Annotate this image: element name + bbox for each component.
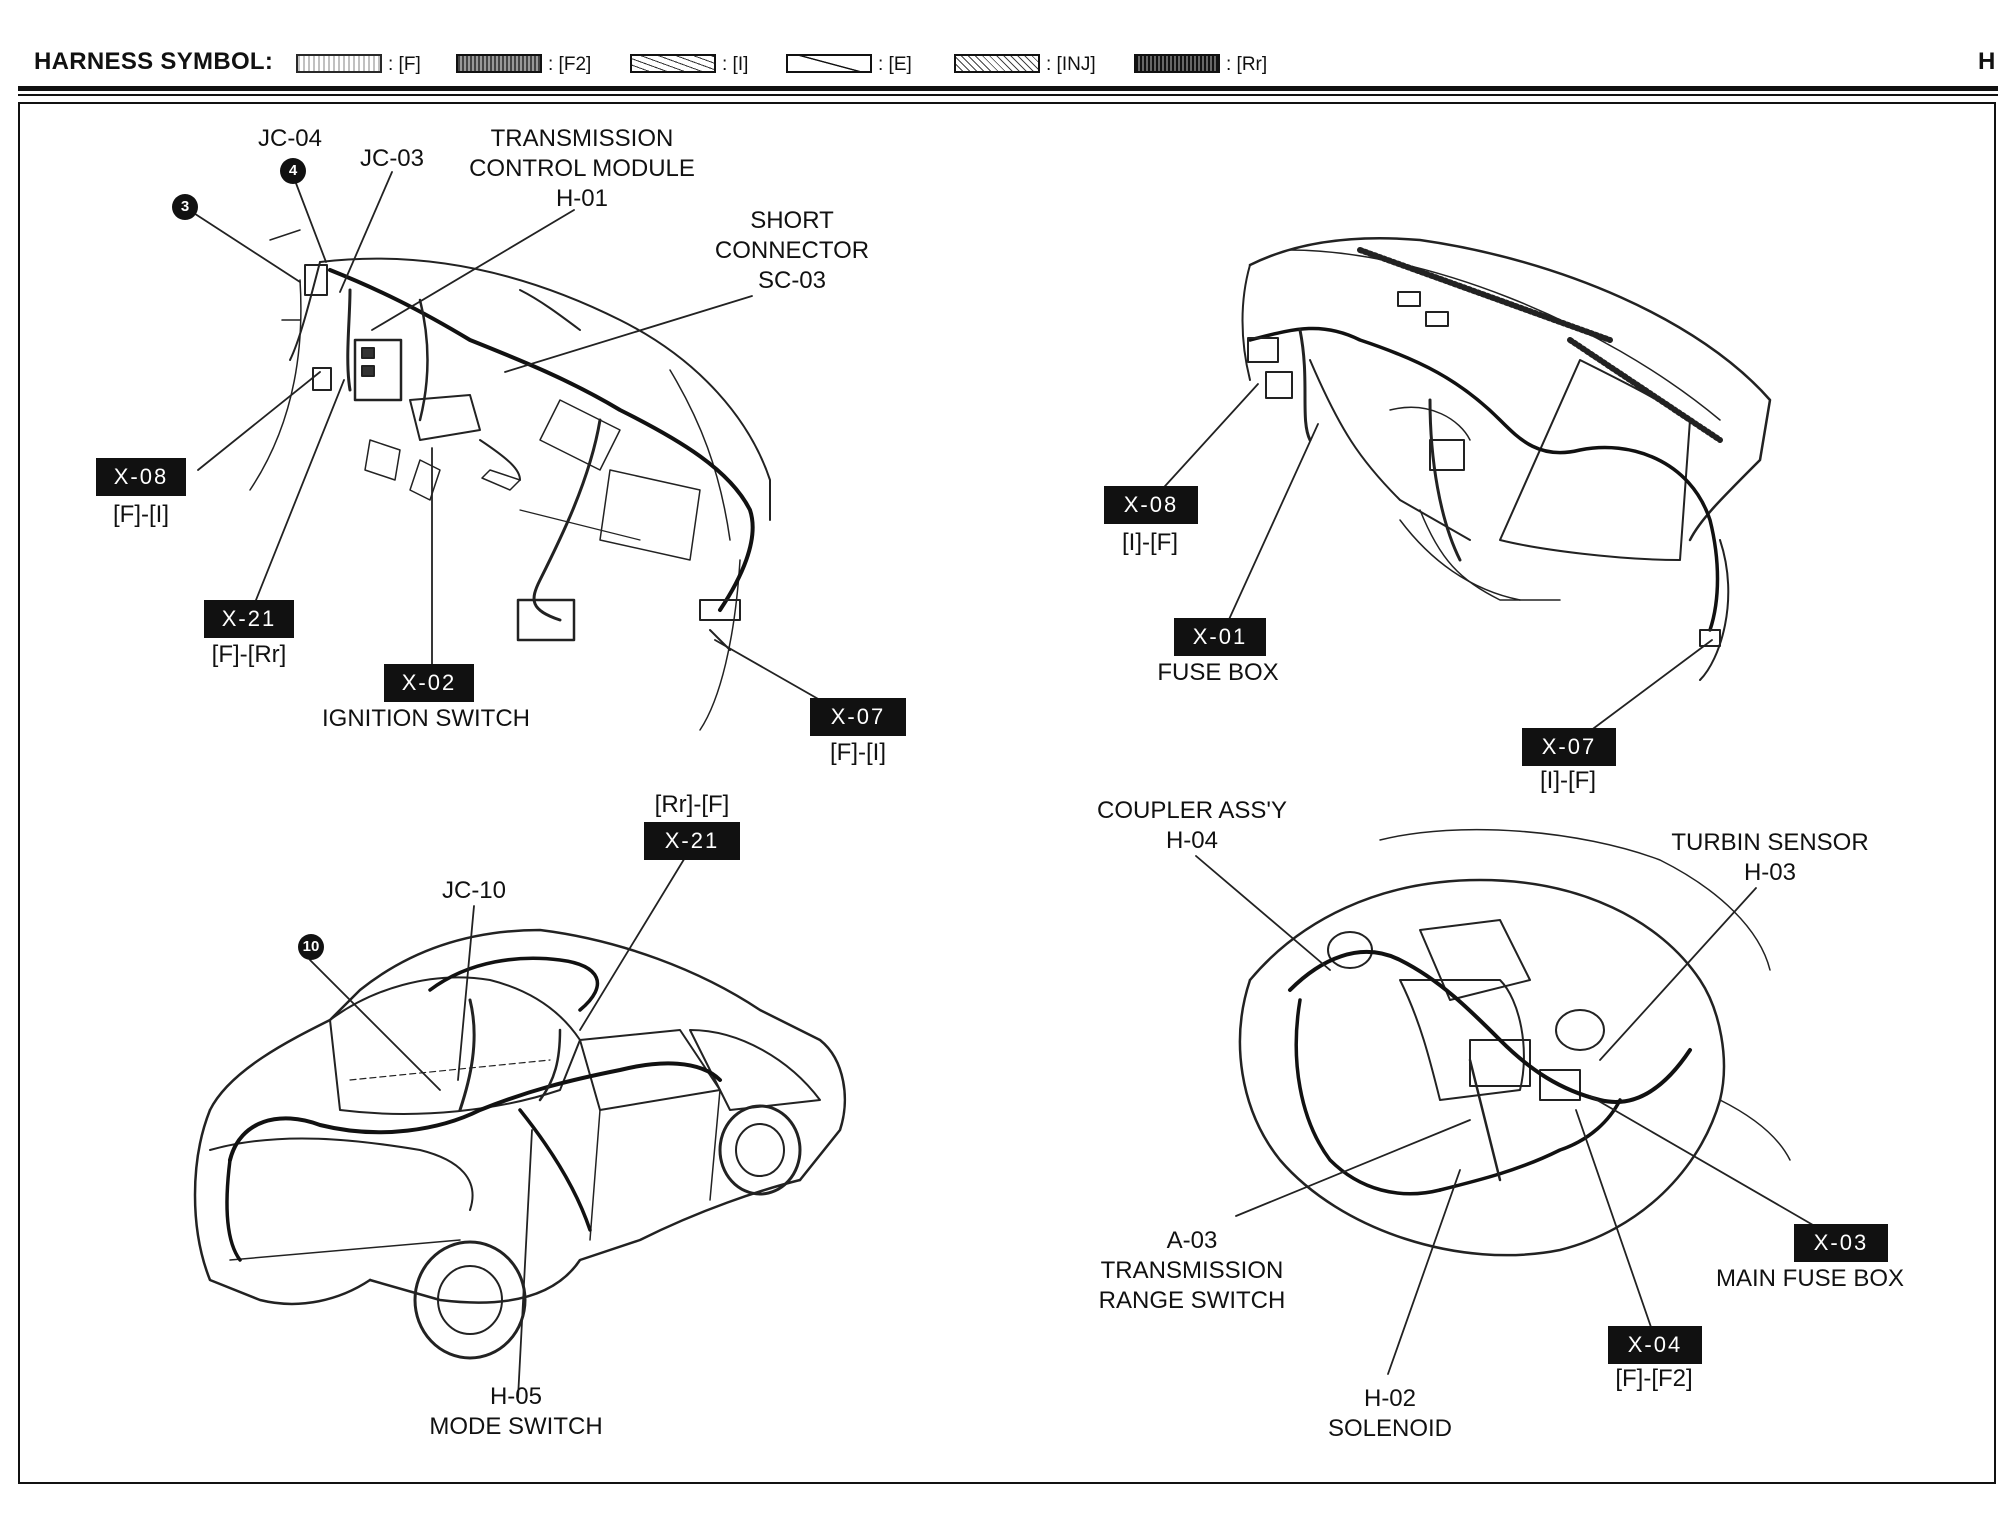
- legend-code: : [F]: [388, 54, 421, 75]
- tcm-label: TRANSMISSION CONTROL MODULE H-01: [469, 124, 695, 214]
- legend-code: : [INJ]: [1046, 54, 1096, 75]
- header-rule-thick: [18, 86, 1998, 91]
- turbin-line-1: TURBIN SENSOR: [1671, 829, 1869, 856]
- x04-code-badge: X-04: [1608, 1326, 1702, 1364]
- legend-code: : [Rr]: [1226, 54, 1268, 75]
- pattern-single-diagonal-swatch: [786, 54, 872, 73]
- x04-sub-label: [F]-[F2]: [1615, 1365, 1693, 1392]
- x07-sub-label: [F]-[I]: [830, 739, 886, 766]
- marker-4-icon: 4: [280, 158, 306, 184]
- pattern-thin-diagonal-swatch: [630, 54, 716, 73]
- a03-label: A-03 TRANSMISSION RANGE SWITCH: [1099, 1226, 1286, 1316]
- pattern-crosshatch-swatch: [954, 54, 1040, 73]
- x03-code-badge: X-03: [1794, 1224, 1888, 1262]
- x21-rear-sub-label: [Rr]-[F]: [654, 791, 730, 818]
- dashboard-right-drawing: [1155, 237, 1772, 741]
- legend-code: : [F2]: [548, 54, 592, 75]
- x21-rear-code-badge: X-21: [644, 822, 740, 860]
- turbin-line-2: H-03: [1743, 859, 1797, 886]
- diagram-frame: [18, 102, 1996, 1484]
- short-connector-line-1: SHORT: [750, 207, 834, 234]
- page-letter: H: [1978, 48, 1996, 75]
- x08-right-code-badge: X-08: [1104, 486, 1198, 524]
- h05-line-1: H-05: [489, 1383, 543, 1410]
- jc04-label: JC-04: [257, 125, 323, 152]
- h02-label: H-02 SOLENOID: [1328, 1384, 1452, 1444]
- x08-code-badge: X-08: [96, 458, 186, 496]
- x07-code-badge: X-07: [810, 698, 906, 736]
- short-connector-line-3: SC-03: [757, 267, 827, 294]
- x01-code-badge: X-01: [1174, 618, 1266, 656]
- x03-sub-label: MAIN FUSE BOX: [1715, 1265, 1905, 1292]
- tcm-line-3: H-01: [555, 185, 609, 212]
- x02-code-badge: X-02: [384, 664, 474, 702]
- short-connector-label: SHORT CONNECTOR SC-03: [715, 206, 869, 296]
- legend-title: HARNESS SYMBOL:: [34, 48, 274, 75]
- tcm-line-1: TRANSMISSION: [490, 125, 674, 152]
- a03-line-3: RANGE SWITCH: [1098, 1287, 1286, 1314]
- header-rule-thin: [18, 94, 1998, 96]
- x08-sub-label: [F]-[I]: [113, 501, 169, 528]
- tcm-line-2: CONTROL MODULE: [469, 155, 695, 182]
- marker-3-icon: 3: [172, 194, 198, 220]
- engine-bay-drawing: [1195, 828, 1833, 1375]
- car-rear-drawing: [193, 855, 846, 1399]
- x21-code-badge: X-21: [204, 600, 294, 638]
- h02-line-2: SOLENOID: [1327, 1415, 1453, 1442]
- coupler-line-2: H-04: [1165, 827, 1219, 854]
- h02-line-1: H-02: [1363, 1385, 1417, 1412]
- x07-right-sub-label: [I]-[F]: [1540, 767, 1596, 794]
- legend-code: : [E]: [878, 54, 912, 75]
- legend-code: : [I]: [722, 54, 749, 75]
- x01-sub-label: FUSE BOX: [1157, 659, 1279, 686]
- x02-sub-label: IGNITION SWITCH: [322, 705, 530, 732]
- turbin-sensor-label: TURBIN SENSOR H-03: [1671, 828, 1868, 888]
- coupler-label: COUPLER ASS'Y H-04: [1097, 796, 1287, 856]
- a03-line-1: A-03: [1166, 1227, 1218, 1254]
- harness-symbol-legend: HARNESS SYMBOL: : [F] : [F2] : [I] : [E]…: [0, 40, 2016, 90]
- jc10-label: JC-10: [441, 877, 507, 904]
- marker-10-icon: 10: [298, 934, 324, 960]
- jc03-label: JC-03: [359, 145, 425, 172]
- x07-right-code-badge: X-07: [1522, 728, 1616, 766]
- pattern-dense-gray-swatch: [456, 54, 542, 73]
- pattern-dots-light-swatch: [296, 54, 382, 73]
- a03-line-2: TRANSMISSION: [1100, 1257, 1284, 1284]
- x21-sub-label: [F]-[Rr]: [211, 641, 287, 668]
- short-connector-line-2: CONNECTOR: [714, 237, 870, 264]
- dashboard-left-drawing: [185, 171, 821, 731]
- x08-right-sub-label: [I]-[F]: [1122, 529, 1178, 556]
- pattern-dots-dark-swatch: [1134, 54, 1220, 73]
- h05-line-2: MODE SWITCH: [429, 1413, 603, 1440]
- h05-label: H-05 MODE SWITCH: [429, 1382, 602, 1442]
- coupler-line-1: COUPLER ASS'Y: [1097, 797, 1287, 824]
